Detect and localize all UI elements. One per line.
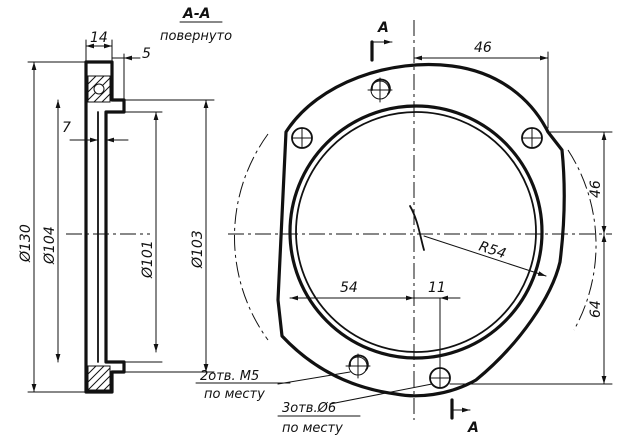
section-subtitle: повернуто [160, 29, 232, 44]
dim-101-label: Ø101 [140, 240, 156, 279]
bolt-circle-right [567, 149, 597, 331]
dim-130-label: Ø130 [18, 224, 34, 263]
note-m5-line1: 2отв. M5 [200, 369, 259, 384]
thread-m5-bottom [345, 353, 371, 379]
dim-64-label: 64 [588, 300, 604, 318]
hatch-bottom [87, 365, 111, 391]
dim-14-label: 14 [90, 30, 108, 46]
cut-mark-bottom: А [450, 398, 479, 436]
outer-contour [276, 62, 566, 398]
section-view: А-А повернуто [18, 6, 232, 394]
dim-46-top-label: 46 [474, 40, 492, 56]
dim-7-label: 7 [62, 120, 71, 136]
cut-letter-bottom: А [467, 420, 479, 436]
hatch-top [87, 75, 111, 103]
dim-11-label: 11 [428, 280, 446, 296]
dim-5-label: 5 [142, 46, 151, 62]
leader-m5 [277, 371, 351, 385]
dim-54-label: 54 [340, 280, 358, 296]
section-title: А-А [182, 6, 210, 22]
dim-r54-label: R54 [477, 239, 508, 263]
front-view: А А 46 46 64 54 11 R54 2отв. M [195, 20, 613, 436]
dim-46-right-label: 46 [588, 180, 604, 198]
leader-h6 [329, 383, 433, 405]
dim-r54 [423, 235, 547, 277]
dim-103-label: Ø103 [190, 230, 206, 269]
thread-m5-top [367, 77, 393, 103]
note-h6-line2: по месту [282, 421, 343, 436]
inner-ring-outer [288, 104, 544, 360]
note-m5-line2: по месту [204, 387, 265, 402]
note-h6-line1: 3отв.Ø6 [282, 401, 336, 416]
cut-mark-top: А [370, 20, 393, 62]
center-mark [409, 205, 425, 251]
inner-ring-inner [295, 111, 537, 353]
cut-letter-top: А [377, 20, 389, 36]
bolt-circle-left [233, 133, 269, 341]
dim-104-label: Ø104 [42, 226, 58, 265]
